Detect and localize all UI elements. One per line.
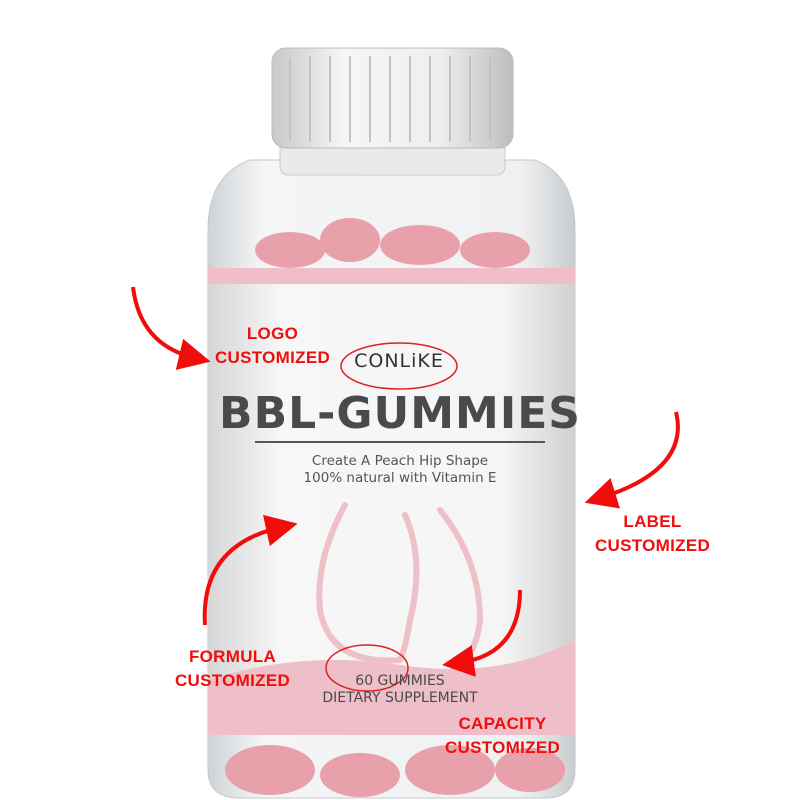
formula-arrow-icon [202, 514, 298, 626]
annotation-line: CUSTOMIZED [174, 671, 291, 690]
label-top-band [208, 268, 575, 284]
tagline-1: Create A Peach Hip Shape [311, 453, 489, 469]
capacity-highlight [325, 644, 409, 692]
label-annotation: LABEL CUSTOMIZED [590, 510, 715, 558]
annotation-line: CUSTOMIZED [444, 738, 561, 757]
label [208, 268, 575, 735]
logo-annotation: LOGO CUSTOMIZED [210, 322, 335, 370]
capacity-arrow-icon [442, 589, 522, 677]
label-bottom-wave [208, 640, 575, 735]
cap-ridges [289, 56, 491, 142]
annotation-line: FORMULA [188, 647, 277, 666]
brand-logo: CONLiKE [354, 350, 444, 372]
cap [271, 47, 514, 149]
product-name: BBL-GUMMIES [219, 388, 581, 439]
tagline-2: 100% natural with Vitamin E [303, 470, 497, 486]
annotation-line: LOGO [246, 324, 299, 343]
gummy-count: 60 GUMMIES [355, 673, 445, 689]
annotation-line: CUSTOMIZED [594, 536, 711, 555]
capacity-annotation: CAPACITY CUSTOMIZED [440, 712, 565, 760]
logo-arrow-icon [131, 286, 211, 370]
gummies [225, 218, 565, 797]
annotation-line: CUSTOMIZED [214, 348, 331, 367]
label-arrow-icon [584, 411, 680, 509]
supplement-type: DIETARY SUPPLEMENT [322, 690, 478, 706]
annotation-line: CAPACITY [458, 714, 547, 733]
logo-highlight [340, 342, 458, 390]
formula-annotation: FORMULA CUSTOMIZED [170, 645, 295, 693]
annotation-line: LABEL [623, 512, 682, 531]
